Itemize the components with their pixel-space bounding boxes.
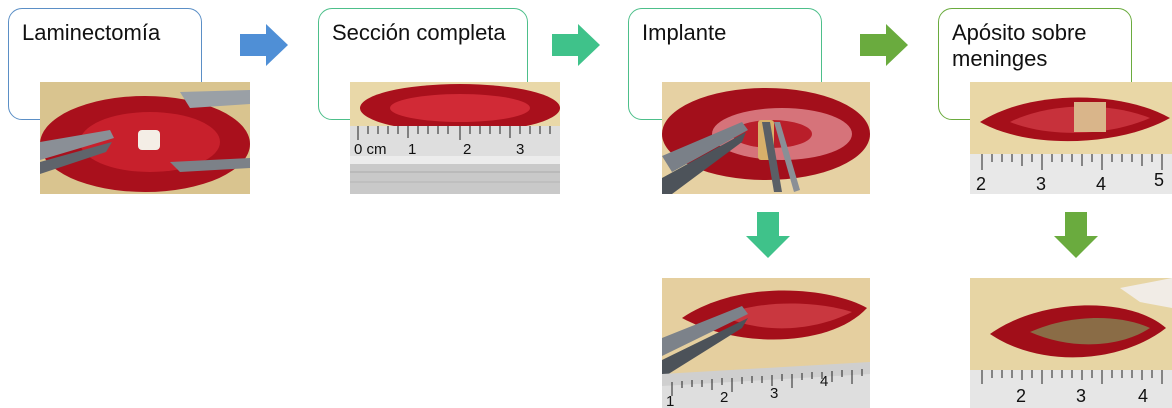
step-label-aposito: Apósito sobre meninges	[952, 20, 1122, 72]
ruler-label: 3	[516, 141, 524, 158]
ruler-label: 3	[1036, 174, 1046, 194]
photo-seccion-completa: 0 cm 1 2 3	[350, 82, 560, 194]
ruler-label: 2	[463, 141, 471, 158]
ruler-label: 4	[1138, 386, 1148, 406]
arrow-right-icon	[240, 24, 288, 66]
photo-implante	[662, 82, 870, 194]
ruler-label: 1	[666, 393, 674, 408]
ruler-label: 1	[408, 141, 416, 158]
ruler-label: 4	[820, 373, 828, 390]
ruler-label: 2	[720, 389, 728, 406]
arrow-right-icon	[860, 24, 908, 66]
arrow-down-icon	[746, 212, 790, 258]
arrow-right-icon	[552, 24, 600, 66]
step-label-implante: Implante	[642, 20, 726, 46]
photo-laminectomia	[40, 82, 250, 194]
photo-aposito-result: 2 3 4	[970, 278, 1172, 408]
photo-aposito: 2 3 4 5	[970, 82, 1172, 194]
ruler-label: 0 cm	[354, 141, 387, 158]
arrow-down-icon	[1054, 212, 1098, 258]
ruler-label: 2	[1016, 386, 1026, 406]
ruler-label: 3	[770, 385, 778, 402]
photo-implante-result: 1 2 3 4	[662, 278, 870, 408]
step-label-seccion-completa: Sección completa	[332, 20, 506, 46]
ruler-label: 5	[1154, 170, 1164, 190]
step-label-laminectomia: Laminectomía	[22, 20, 160, 46]
ruler-label: 2	[976, 174, 986, 194]
ruler-label: 3	[1076, 386, 1086, 406]
ruler-label: 4	[1096, 174, 1106, 194]
